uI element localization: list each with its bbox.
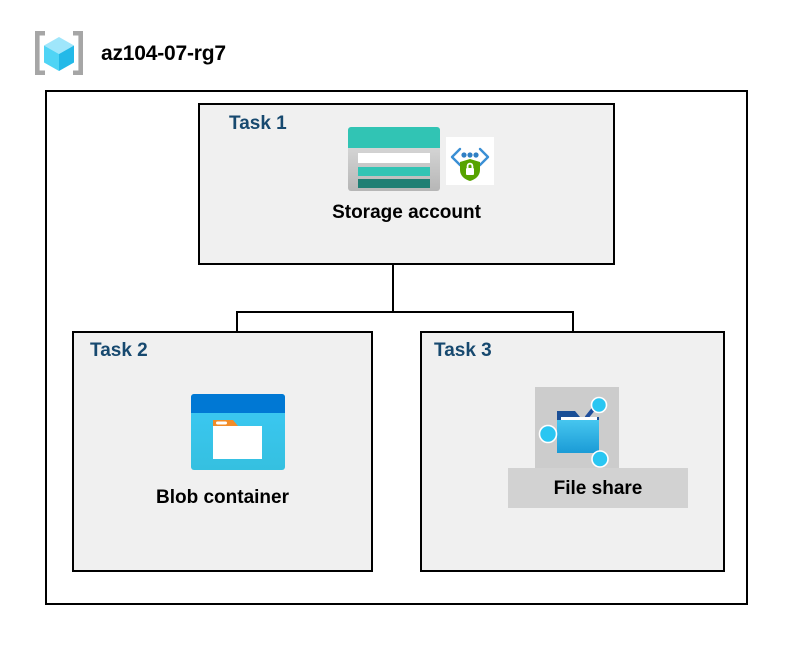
connector-storage-trunk [392, 265, 394, 313]
page-title: az104-07-rg7 [101, 41, 226, 65]
resource-group-header: az104-07-rg7 [31, 27, 226, 79]
connector-horizontal-bus [236, 311, 574, 313]
file-share-label: File share [508, 468, 688, 508]
storage-account-label: Storage account [332, 202, 481, 223]
task-2-label: Task 2 [90, 340, 148, 361]
resource-group-cube-icon [31, 27, 87, 79]
blob-container-label: Blob container [155, 487, 289, 508]
storage-account-icon [348, 127, 440, 191]
task-1-label: Task 1 [229, 113, 287, 134]
blob-container-icon [191, 394, 285, 470]
task-3-label: Task 3 [434, 340, 492, 361]
security-shield-icon [446, 137, 494, 185]
file-share-icon [535, 387, 619, 471]
